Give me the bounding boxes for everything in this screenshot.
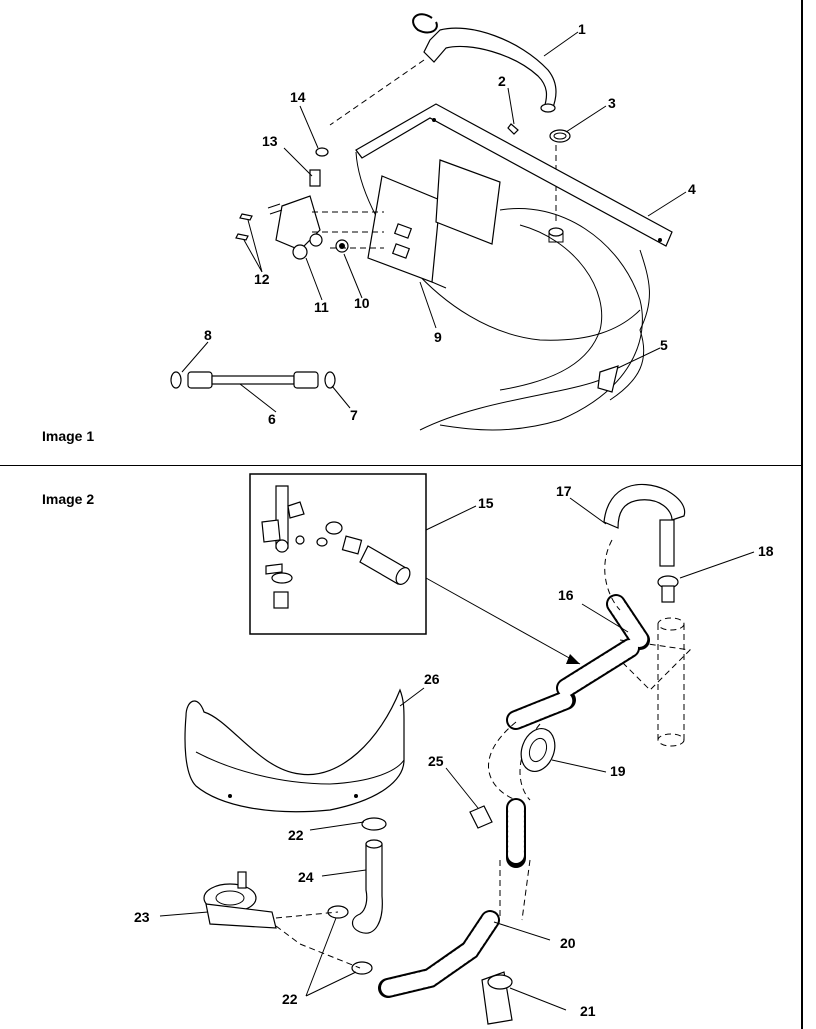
- callout-15: 15: [478, 495, 494, 511]
- clamp-part-22-upper: [361, 817, 387, 831]
- image-1-label: Image 1: [42, 428, 95, 444]
- drain-pump-part-23: [203, 871, 277, 929]
- hanger-path-dash: [604, 539, 621, 611]
- callout-8: 8: [204, 327, 212, 343]
- inset-arrowhead: [566, 654, 580, 664]
- callout-1: 1: [578, 21, 586, 37]
- elbow-part-13: [309, 169, 321, 187]
- callout-5: 5: [660, 337, 668, 353]
- callout-23: 23: [134, 909, 150, 925]
- drain-kit-inset-part-15: [249, 473, 427, 635]
- screw-part-2: [507, 123, 519, 135]
- drain-path-dash: [488, 721, 517, 801]
- callout-19: 19: [610, 763, 626, 779]
- callout-22-lower: 22: [282, 991, 298, 1007]
- clamp-part-3: [549, 129, 571, 143]
- image-divider-line: [0, 465, 801, 466]
- drain-hose-part-20: [378, 798, 531, 998]
- tub-part-26: [184, 688, 405, 813]
- callout-26: 26: [424, 671, 440, 687]
- pump-hose-part-24: [351, 839, 383, 934]
- washer-part-8: [170, 371, 182, 389]
- image-2-label: Image 2: [42, 491, 95, 507]
- washer-part-7: [324, 371, 336, 389]
- fitting-part-18: [657, 575, 679, 603]
- pump-leader-dashes: [275, 911, 361, 969]
- callout-3: 3: [608, 95, 616, 111]
- hose-leader-dash: [329, 59, 425, 126]
- callout-24: 24: [298, 869, 314, 885]
- inlet-hose-part-6: [187, 371, 319, 389]
- valve-leader-dashes: [312, 211, 384, 249]
- callout-17: 17: [556, 483, 572, 499]
- callout-25: 25: [428, 753, 444, 769]
- callout-21: 21: [580, 1003, 596, 1019]
- callout-6: 6: [268, 411, 276, 427]
- bracket-part-21: [481, 971, 513, 1025]
- callout-7: 7: [350, 407, 358, 423]
- valve-bracket-part-9: [367, 159, 501, 289]
- callout-13: 13: [262, 133, 278, 149]
- fill-hose-part-1: [412, 13, 557, 113]
- callout-18: 18: [758, 543, 774, 559]
- callout-14: 14: [290, 89, 306, 105]
- callout-22-upper: 22: [288, 827, 304, 843]
- console-rail-part-4: [355, 103, 673, 247]
- callout-20: 20: [560, 935, 576, 951]
- callout-12: 12: [254, 271, 270, 287]
- drain-hose-hanger-part-17: [603, 483, 686, 567]
- clip-part-19: [520, 728, 556, 772]
- standpipe: [619, 617, 692, 747]
- clamp-part-22-lower-b: [351, 961, 373, 975]
- clamp-part-14: [315, 147, 329, 157]
- callout-4: 4: [688, 181, 696, 197]
- water-valve-part-11: [267, 195, 323, 260]
- page-border-right: [801, 0, 803, 1029]
- screws-part-12: [235, 213, 253, 241]
- valve-screen-part-10: [335, 239, 349, 253]
- callout-11: 11: [314, 299, 329, 315]
- callout-16: 16: [558, 587, 574, 603]
- image-2-leader-lines: [159, 497, 755, 1011]
- clamp-part-25: [469, 805, 493, 829]
- image-1-leader-lines: [181, 31, 687, 413]
- tub-cover-part-5: [355, 151, 650, 431]
- callout-2: 2: [498, 73, 506, 89]
- callout-10: 10: [354, 295, 370, 311]
- callout-9: 9: [434, 329, 442, 345]
- inset-arrow: [425, 577, 581, 665]
